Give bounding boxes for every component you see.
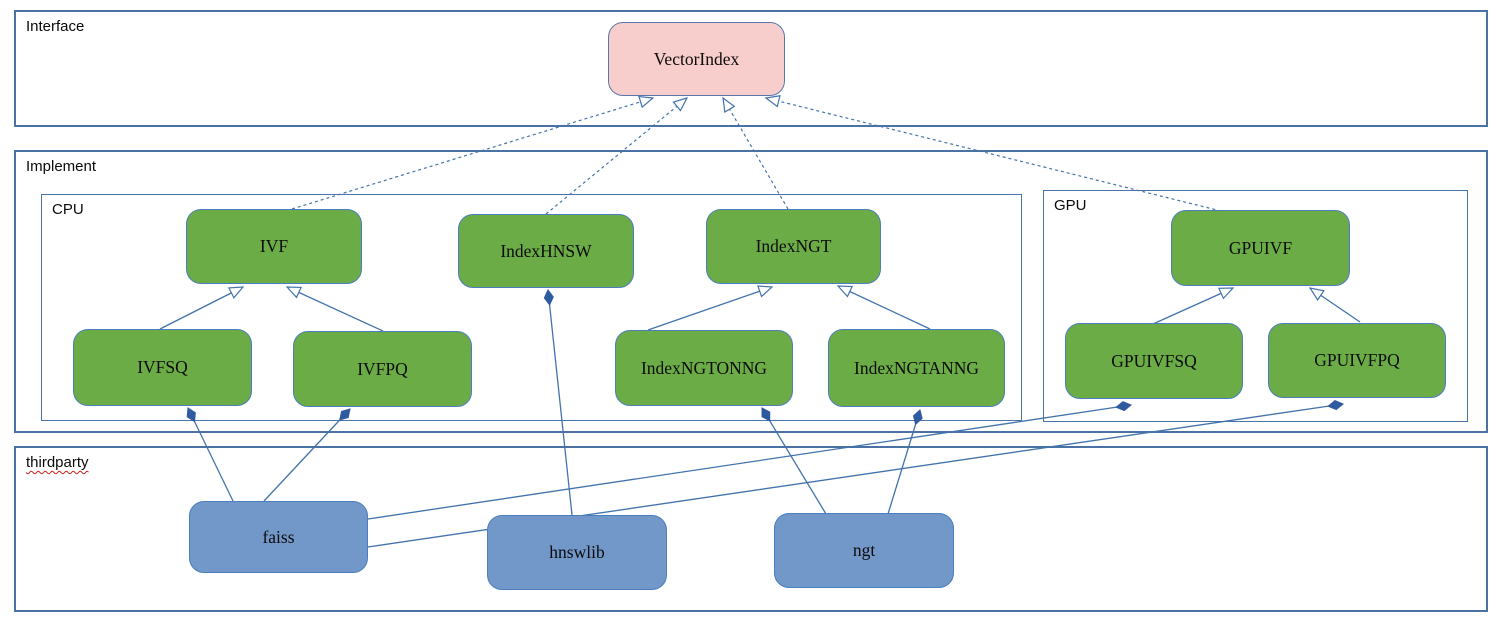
node-gpuivfpq-label: GPUIVFPQ bbox=[1314, 350, 1400, 370]
container-cpu-label: CPU bbox=[52, 201, 84, 218]
node-indexngtonng-label: IndexNGTONNG bbox=[640, 357, 768, 378]
node-ivfsq-label: IVFSQ bbox=[137, 357, 188, 377]
container-implement-label: Implement bbox=[26, 158, 97, 175]
node-faiss-label: faiss bbox=[262, 526, 295, 547]
node-gpuivf: GPUIVF bbox=[1171, 210, 1350, 286]
node-ngt-label: ngt bbox=[852, 540, 876, 560]
container-thirdparty-label: thirdparty bbox=[26, 454, 89, 471]
node-vectorindex: VectorIndex bbox=[608, 22, 785, 96]
node-indexngt: IndexNGT bbox=[706, 209, 881, 284]
node-gpuivfpq: GPUIVFPQ bbox=[1268, 323, 1446, 398]
node-indexngtonng: IndexNGTONNG bbox=[615, 330, 793, 406]
node-ivfpq-label: IVFPQ bbox=[357, 358, 408, 379]
node-ivfpq: IVFPQ bbox=[293, 331, 472, 407]
node-gpuivf-label: GPUIVF bbox=[1228, 237, 1293, 258]
node-gpuivfsq-label: GPUIVFSQ bbox=[1111, 350, 1197, 371]
node-vectorindex-label: VectorIndex bbox=[653, 48, 740, 69]
node-gpuivfsq: GPUIVFSQ bbox=[1065, 323, 1243, 399]
node-indexngt-label: IndexNGT bbox=[755, 236, 832, 256]
node-hnswlib-label: hnswlib bbox=[549, 542, 605, 562]
node-ivf: IVF bbox=[186, 209, 362, 284]
node-faiss: faiss bbox=[189, 501, 368, 573]
node-hnswlib: hnswlib bbox=[487, 515, 667, 590]
node-indexhnsw-label: IndexHNSW bbox=[500, 240, 592, 261]
node-ngt: ngt bbox=[774, 513, 954, 588]
node-ivf-label: IVF bbox=[259, 236, 289, 256]
node-ivfsq: IVFSQ bbox=[73, 329, 252, 406]
container-gpu-label: GPU bbox=[1054, 197, 1087, 214]
node-indexhnsw: IndexHNSW bbox=[458, 214, 634, 288]
node-indexngtanng: IndexNGTANNG bbox=[828, 329, 1005, 407]
container-interface-label: Interface bbox=[26, 18, 85, 35]
node-indexngtanng-label: IndexNGTANNG bbox=[854, 357, 979, 378]
